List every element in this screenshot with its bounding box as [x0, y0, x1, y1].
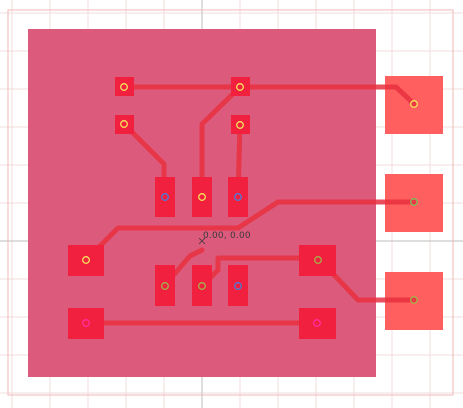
ring-icon[interactable]	[198, 282, 206, 290]
trace-mid-right	[83, 199, 417, 263]
ring-icon[interactable]	[120, 83, 128, 91]
pad-right-upper[interactable]	[299, 245, 336, 276]
pad-right-lower[interactable]	[299, 308, 336, 339]
origin-marker	[198, 237, 206, 245]
pad-top-left[interactable]	[115, 77, 134, 96]
ring-icon[interactable]	[161, 193, 169, 201]
pad-second-mid[interactable]	[231, 115, 250, 134]
ring-icon[interactable]	[410, 296, 418, 304]
ic-pad-lower-1[interactable]	[155, 265, 175, 306]
ic-pad-upper-1[interactable]	[155, 177, 175, 217]
pad-second-left[interactable]	[115, 115, 134, 134]
ring-icon[interactable]	[82, 256, 90, 264]
pad-top-mid[interactable]	[231, 77, 250, 96]
ring-icon[interactable]	[161, 282, 169, 290]
ring-icon[interactable]	[234, 193, 242, 201]
vias	[82, 83, 418, 327]
ring-icon[interactable]	[198, 193, 206, 201]
ring-icon[interactable]	[410, 100, 418, 108]
ic-pad-lower-2[interactable]	[192, 265, 212, 306]
ic-pad-lower-3[interactable]	[228, 265, 248, 306]
ring-icon[interactable]	[410, 198, 418, 206]
ring-icon[interactable]	[82, 319, 90, 327]
trace-top	[121, 84, 417, 107]
ring-icon[interactable]	[236, 83, 244, 91]
trace-center-up	[199, 84, 243, 200]
outer-board-outline	[7, 9, 454, 396]
ring-icon[interactable]	[234, 282, 242, 290]
pad-left-upper[interactable]	[68, 245, 104, 276]
pads	[68, 77, 336, 339]
ring-icon[interactable]	[313, 319, 321, 327]
trace-lower-b	[199, 255, 417, 303]
ring-icon[interactable]	[314, 256, 322, 264]
ic-pad-upper-2[interactable]	[192, 177, 212, 217]
ic-pad-upper-3[interactable]	[228, 177, 248, 217]
origin-coordinate-readout: 0.00, 0.00	[203, 231, 251, 241]
ring-icon[interactable]	[236, 121, 244, 129]
pad-left-lower[interactable]	[68, 308, 104, 339]
ring-icon[interactable]	[120, 120, 128, 128]
